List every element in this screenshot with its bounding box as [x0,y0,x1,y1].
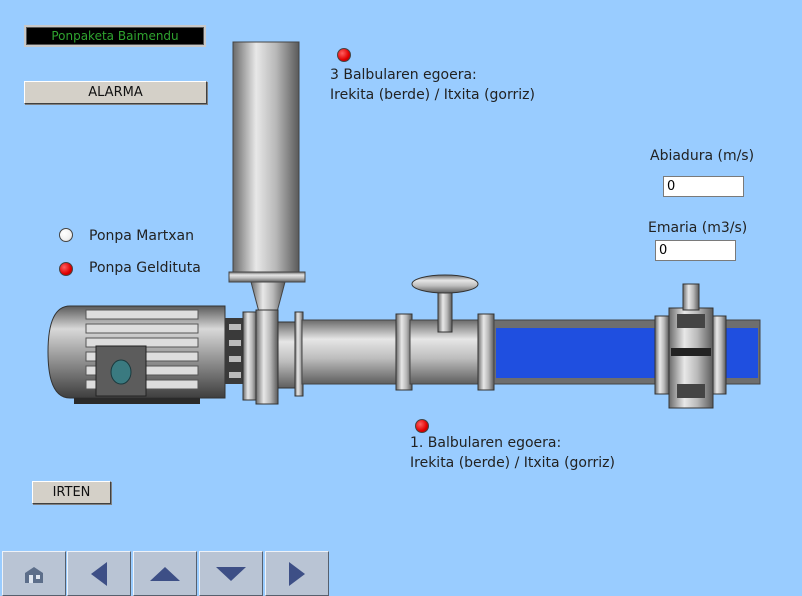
down-button[interactable] [199,551,263,596]
pump-stopped-lamp [59,262,73,276]
valve3-body [654,283,727,409]
permission-status-display: Ponpaketa Baimendu [24,25,206,47]
valve1-status-lamp [415,419,429,433]
speed-field[interactable]: 0 [663,176,744,197]
valve3-status-lamp [337,48,351,62]
pump-running-lamp [59,228,73,242]
pump-stopped-label: Ponpa Geldituta [89,260,201,276]
valve3-legend: Irekita (berde) / Itxita (gorriz) [330,87,535,103]
alarm-button[interactable]: ALARMA [24,81,207,104]
pump-motor [47,305,245,404]
flow-field[interactable]: 0 [655,240,736,261]
valve3-title: 3 Balbularen egoera: [330,67,477,83]
pump-system-diagram [47,41,761,409]
up-button[interactable] [133,551,197,596]
left-arrow-icon [91,561,107,586]
navigation-bar [0,551,330,596]
forward-button[interactable] [265,551,329,596]
home-button[interactable] [2,551,66,596]
right-arrow-icon [289,561,305,586]
exit-button[interactable]: IRTEN [32,481,111,504]
down-arrow-icon [216,566,246,581]
pump-casing [242,309,304,405]
valve1-legend: Irekita (berde) / Itxita (gorriz) [410,455,615,471]
vertical-discharge-pipe [228,41,306,313]
horizontal-pipe [301,274,495,391]
flow-label: Emaria (m3/s) [648,220,748,236]
pump-running-label: Ponpa Martxan [89,228,194,244]
speed-label: Abiadura (m/s) [650,148,755,164]
valve1-title: 1. Balbularen egoera: [410,435,562,451]
up-arrow-icon [150,566,180,581]
home-icon [25,566,43,583]
back-button[interactable] [67,551,131,596]
